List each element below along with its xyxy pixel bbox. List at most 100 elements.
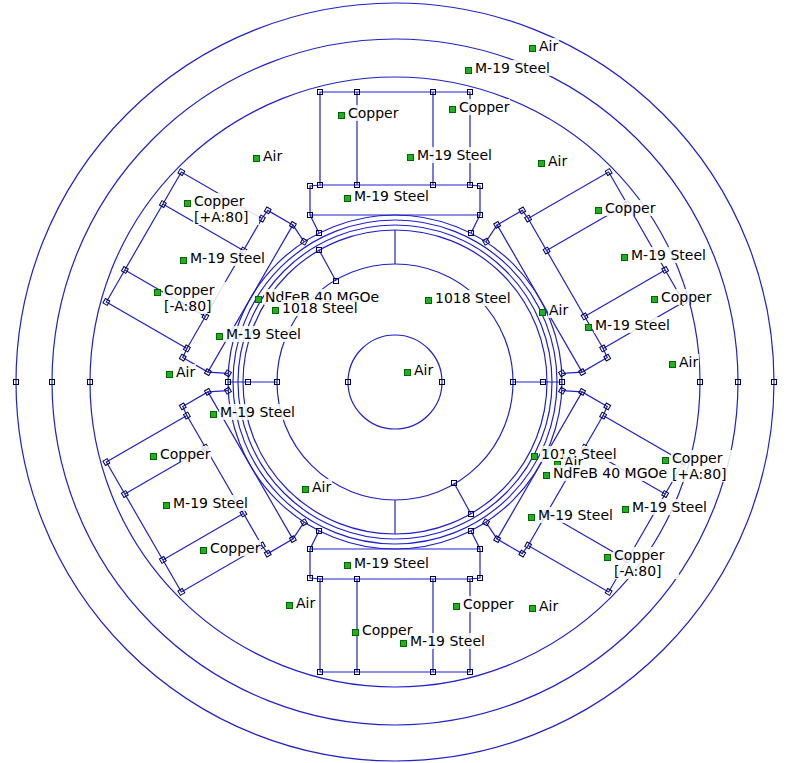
block-label-marker (543, 472, 550, 479)
material-name: M-19 Steel (409, 633, 486, 649)
material-name: M-19 Steel (594, 317, 671, 333)
material-name: Air (548, 302, 569, 318)
material-name: Air (262, 148, 283, 164)
material-label: Air (538, 598, 559, 614)
material-label: M-19 Steel (172, 495, 249, 511)
material-label: Air (311, 479, 332, 495)
block-label-marker (453, 603, 460, 610)
material-label: M-19 Steel (409, 633, 486, 649)
block-label-marker (531, 453, 538, 460)
material-name: Copper (462, 596, 514, 612)
material-label: M-19 Steel (353, 188, 430, 204)
block-label-marker (216, 333, 223, 340)
block-label-marker (425, 297, 432, 304)
block-label-marker (465, 67, 472, 74)
material-name: NdFeB 40 MGOe (552, 465, 668, 481)
material-name: Air (311, 479, 332, 495)
material-name: M-19 Steel (537, 507, 614, 523)
block-label-marker (449, 106, 456, 113)
material-label: 1018 Steel (281, 300, 359, 316)
material-name: M-19 Steel (219, 404, 296, 420)
block-label-marker (338, 112, 345, 119)
material-label: M-19 Steel (416, 147, 493, 163)
block-label-marker (528, 514, 535, 521)
block-label-marker (669, 361, 676, 368)
material-name: Copper (361, 622, 413, 638)
material-label: Air (538, 38, 559, 54)
material-name: Copper [-A:80] (613, 547, 679, 579)
block-label-marker (253, 155, 260, 162)
material-name: M-19 Steel (172, 495, 249, 511)
block-label-marker (272, 307, 279, 314)
material-label: M-19 Steel (189, 250, 266, 266)
material-label: M-19 Steel (353, 555, 430, 571)
material-name: Copper [+A:80] (193, 193, 259, 225)
material-label: M-19 Steel (537, 507, 614, 523)
block-label-marker (400, 640, 407, 647)
material-label: M-19 Steel (630, 247, 707, 263)
block-label-marker (407, 154, 414, 161)
block-label-marker (595, 207, 602, 214)
material-name: Air (547, 153, 568, 169)
material-name: M-19 Steel (353, 555, 430, 571)
block-label-marker (184, 200, 191, 207)
material-label: Air (295, 595, 316, 611)
block-label-marker (352, 629, 359, 636)
material-name: Air (538, 38, 559, 54)
region-boundaries (16, 3, 774, 761)
material-name: Copper (347, 105, 399, 121)
material-label: Copper [+A:80] (671, 450, 737, 482)
material-label: Air (413, 362, 434, 378)
block-label-marker (166, 371, 173, 378)
block-label-marker (622, 506, 629, 513)
material-label: Air (678, 354, 699, 370)
material-name: M-19 Steel (189, 250, 266, 266)
material-name: Copper (209, 540, 261, 556)
block-label-marker (404, 369, 411, 376)
material-name: Copper [+A:80] (671, 450, 737, 482)
material-label: M-19 Steel (219, 404, 296, 420)
material-name: 1018 Steel (281, 300, 359, 316)
material-label: M-19 Steel (631, 499, 708, 515)
material-label: Copper (347, 105, 399, 121)
material-label: Copper (159, 446, 211, 462)
material-name: M-19 Steel (225, 326, 302, 342)
stator-slots (98, 90, 692, 675)
block-label-marker (538, 160, 545, 167)
block-label-marker (286, 602, 293, 609)
material-label: Air (547, 153, 568, 169)
material-name: Copper (604, 200, 656, 216)
material-label: NdFeB 40 MGOe (552, 465, 668, 481)
block-label-marker (662, 457, 669, 464)
material-label: Air (262, 148, 283, 164)
block-label-marker (210, 411, 217, 418)
material-name: Air (175, 364, 196, 380)
block-label-marker (255, 296, 262, 303)
material-label: Air (175, 364, 196, 380)
material-label: M-19 Steel (594, 317, 671, 333)
material-label: Copper [-A:80] (163, 282, 229, 314)
material-label: M-19 Steel (474, 60, 551, 76)
block-label-marker (344, 195, 351, 202)
material-name: M-19 Steel (353, 188, 430, 204)
material-name: Copper (458, 99, 510, 115)
material-name: Copper [-A:80] (163, 282, 229, 314)
material-name: M-19 Steel (630, 247, 707, 263)
block-label-marker (651, 296, 658, 303)
material-label: Copper (458, 99, 510, 115)
material-name: Air (295, 595, 316, 611)
block-label-marker (529, 605, 536, 612)
block-label-marker (150, 453, 157, 460)
material-name: Air (413, 362, 434, 378)
material-label: 1018 Steel (434, 290, 512, 306)
material-label: Copper (361, 622, 413, 638)
material-label: Copper [+A:80] (193, 193, 259, 225)
block-label-marker (585, 324, 592, 331)
geometry-points (14, 248, 777, 517)
material-name: 1018 Steel (434, 290, 512, 306)
material-name: Air (678, 354, 699, 370)
block-label-marker (529, 45, 536, 52)
block-label-marker (604, 554, 611, 561)
material-label: Copper (660, 289, 712, 305)
